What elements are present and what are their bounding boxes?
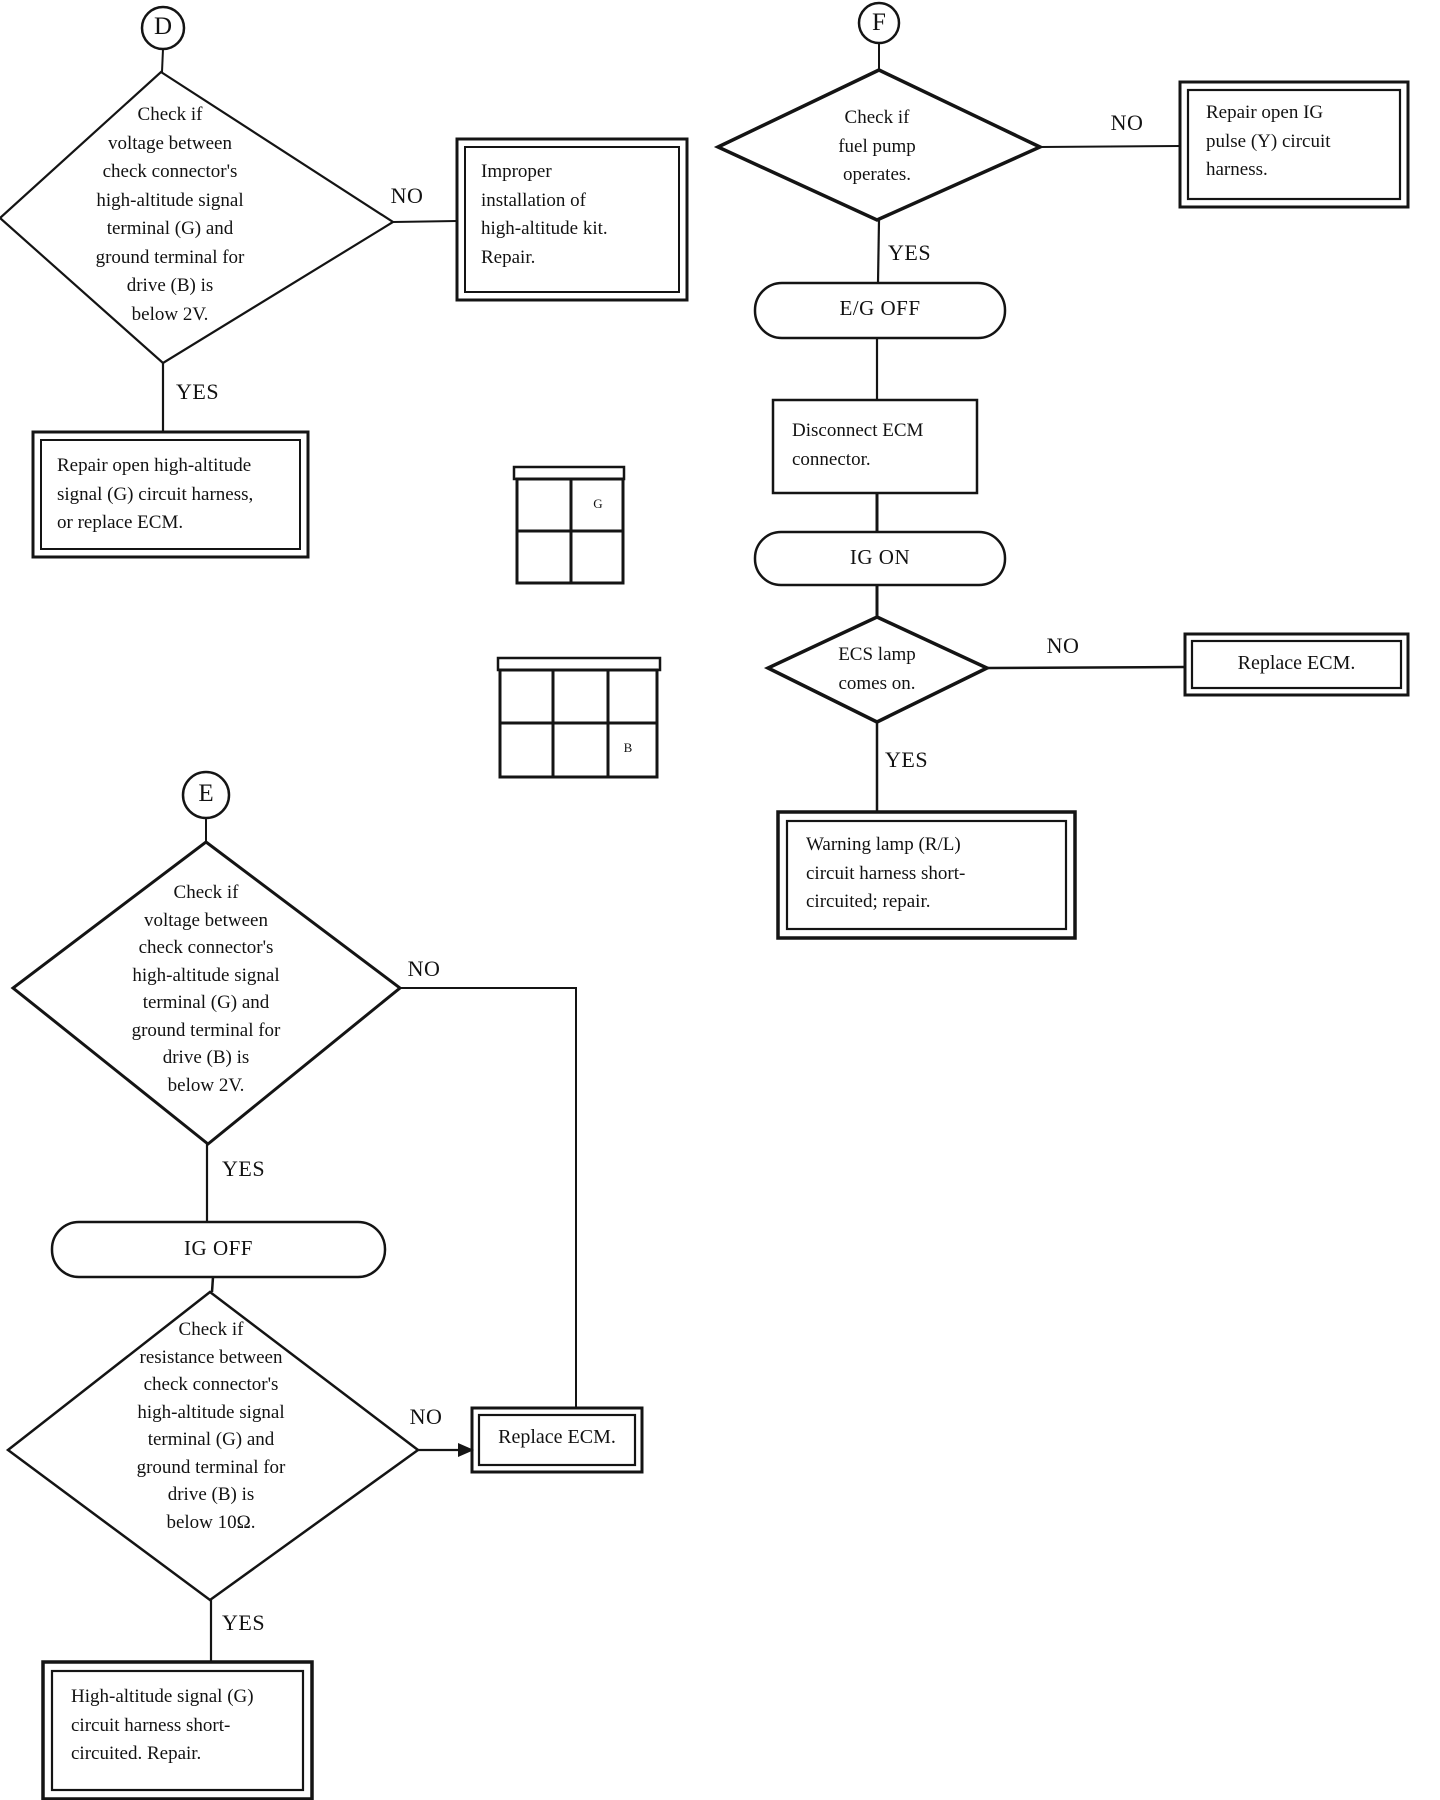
terminator-eg-off-text: E/G OFF: [839, 296, 921, 320]
terminator-ig-off: [50, 1220, 387, 1279]
terminator-ig-off-text: IG OFF: [184, 1236, 253, 1260]
box-improper-text: Improper installation of high-altitude k…: [481, 161, 608, 268]
connector-stem-d: [161, 48, 164, 73]
box-replace-ecm-f-text: Replace ECM.: [1237, 652, 1356, 674]
decision-resistance-text: Check if resistance between check connec…: [136, 1319, 286, 1533]
box-warning-lamp-text: Warning lamp (R/L) circuit harness short…: [806, 834, 966, 912]
label-resistance-no: NO: [409, 1404, 443, 1429]
connector-diagram-b-topbar: [496, 656, 662, 672]
terminator-ig-on: [753, 530, 1007, 587]
box-replace-ecm-e-outer: [470, 1406, 644, 1474]
edge-ecs-no: [986, 665, 1186, 670]
label-d-yes: YES: [176, 379, 220, 404]
box-repair-ig-text: Repair open IG pulse (Y) circuit harness…: [1206, 102, 1331, 180]
box-replace-ecm-e-inner: [477, 1413, 637, 1467]
box-highalt-short-text: High-altitude signal (G) circuit harness…: [71, 1686, 254, 1764]
arrowhead-resistance-no: [458, 1443, 474, 1457]
connector-letter-e: E: [198, 780, 214, 807]
box-replace-ecm-e-text: Replace ECM.: [498, 1426, 616, 1448]
terminator-ig-on-text: IG ON: [849, 545, 911, 569]
terminator-eg-off: [753, 281, 1007, 340]
decision-ecs-lamp-text: ECS lamp comes on.: [838, 644, 916, 694]
label-e-no: NO: [407, 956, 441, 981]
decision-e-voltage-text: Check if voltage between check connector…: [131, 882, 281, 1096]
box-repair-signal-outer: [31, 430, 310, 559]
box-highalt-short-outer: [41, 1660, 314, 1800]
label-fuel-pump-yes: YES: [888, 240, 932, 265]
decision-fuel-pump-text: Check if fuel pump operates.: [838, 107, 916, 185]
label-ecs-no: NO: [1046, 633, 1080, 658]
box-improper-outer: [455, 137, 689, 302]
process-disconnect-text: Disconnect ECM connector.: [792, 420, 924, 470]
box-improper-inner: [464, 146, 680, 293]
edge-fuel-pump-yes: [876, 219, 881, 284]
label-d-no: NO: [390, 183, 424, 208]
box-replace-ecm-f-inner: [1190, 639, 1403, 690]
box-repair-signal-inner: [40, 439, 301, 550]
box-repair-ig-outer: [1178, 80, 1410, 209]
decision-d-text: Check if voltage between check connector…: [95, 104, 245, 325]
decision-diamond-fuel-pump: [713, 68, 1045, 222]
edge-fuel-pump-no: [1039, 145, 1181, 148]
edge-igoff-to-resistance: [210, 1276, 215, 1293]
pin-label-b: B: [623, 740, 633, 755]
process-box-disconnect-ecm: [771, 398, 979, 495]
label-e-yes: YES: [222, 1156, 266, 1181]
pin-label-g: G: [593, 496, 603, 511]
label-fuel-pump-no: NO: [1110, 110, 1144, 135]
label-ecs-yes: YES: [885, 747, 929, 772]
connector-letter-d: D: [153, 13, 173, 40]
connector-diagram-g-topbar: [512, 465, 626, 481]
connector-letter-f: F: [872, 9, 886, 36]
box-warning-lamp-outer: [776, 810, 1077, 940]
box-warning-lamp-inner: [785, 819, 1068, 931]
box-replace-ecm-f-outer: [1183, 632, 1410, 697]
box-highalt-short-inner: [50, 1669, 305, 1792]
box-repair-signal-text: Repair open high-altitude signal (G) cir…: [57, 455, 254, 533]
edge-e-no-path: [400, 987, 577, 1408]
edge-d-no: [392, 220, 458, 223]
box-repair-ig-inner: [1186, 88, 1402, 201]
label-resistance-yes: YES: [222, 1610, 266, 1635]
